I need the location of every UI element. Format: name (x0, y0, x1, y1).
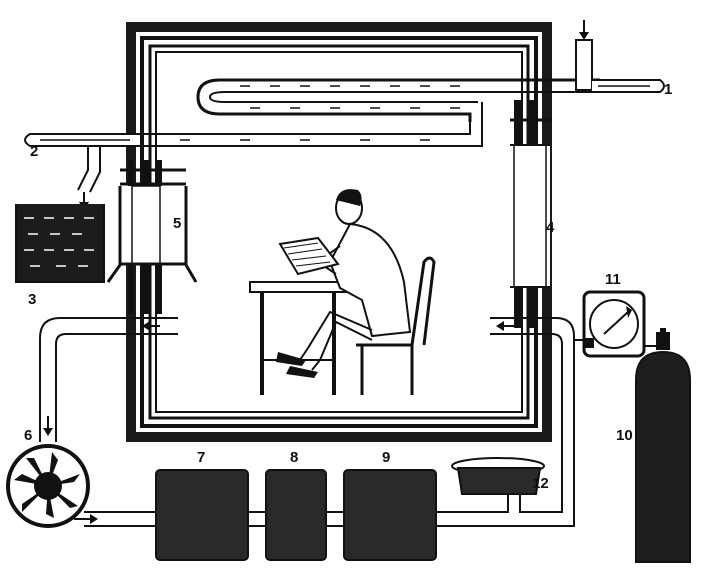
left-window-5 (106, 160, 198, 314)
pump-6 (6, 444, 90, 528)
gas-cylinder-10 (635, 328, 691, 563)
label-7: 7 (197, 449, 205, 466)
chamber-walls (126, 22, 552, 442)
inlet-funnel (575, 20, 665, 93)
label-4: 4 (546, 219, 555, 236)
absorber-block-9 (343, 469, 437, 561)
label-5: 5 (173, 215, 181, 232)
absorber-block-7 (155, 469, 249, 561)
label-9: 9 (382, 449, 390, 466)
seated-person-figure (249, 189, 436, 395)
label-10: 10 (616, 427, 633, 444)
right-window-4 (510, 100, 550, 328)
label-1: 1 (664, 81, 672, 98)
air-outlet-pipe (39, 317, 178, 442)
label-12: 12 (532, 475, 549, 492)
heat-exchanger-coil (70, 78, 600, 147)
label-11: 11 (605, 271, 621, 288)
outlet-thermometer-2 (24, 133, 140, 210)
component-labels: 1 2 3 4 5 6 7 8 9 10 11 12 (24, 81, 672, 492)
label-8: 8 (290, 449, 298, 466)
absorber-line-pipe (74, 317, 600, 527)
label-2: 2 (30, 143, 38, 160)
gauge-11 (582, 290, 664, 358)
label-6: 6 (24, 427, 32, 444)
absorber-block-8 (265, 469, 327, 561)
vessel-12 (451, 457, 545, 495)
label-3: 3 (28, 291, 36, 308)
water-vessel-3 (15, 204, 105, 283)
